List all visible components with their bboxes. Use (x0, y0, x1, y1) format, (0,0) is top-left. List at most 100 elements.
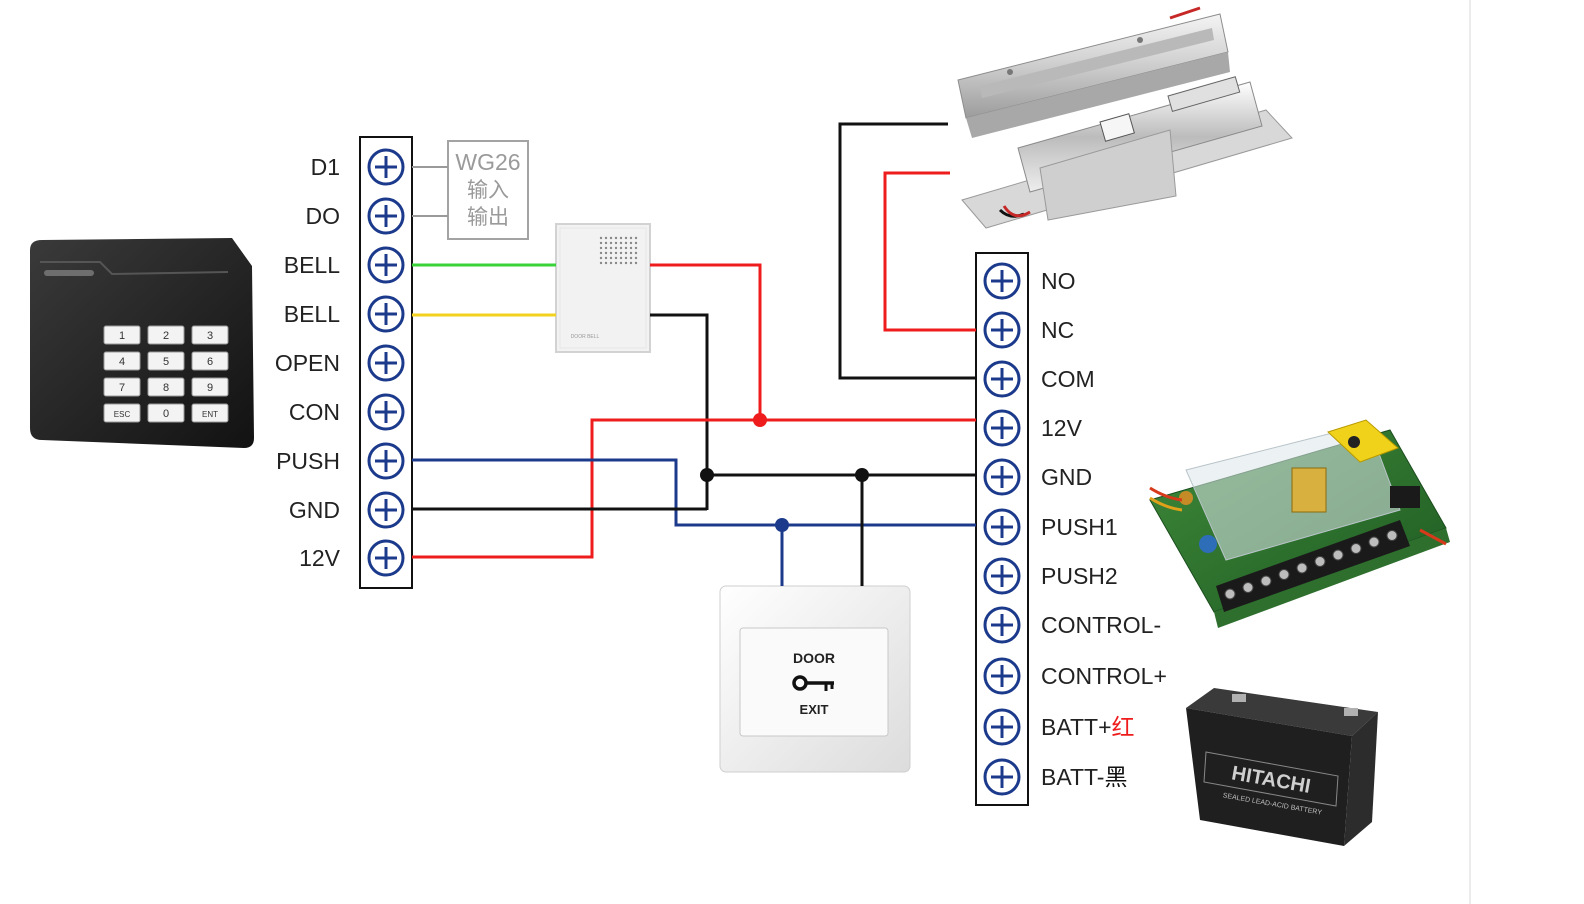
doorbell-red-wire (650, 263, 762, 420)
left-terminal-6 (367, 442, 405, 480)
left-terminal-label: CON (289, 399, 340, 425)
keypad-key-label: 4 (119, 356, 125, 368)
keypad-key-label: 7 (119, 382, 125, 394)
keypad-key-label: 9 (207, 382, 213, 394)
right-terminal-label-text: CONTROL+ (1041, 663, 1167, 689)
right-terminal-label: BATT+红 (1041, 714, 1135, 740)
right-terminals (983, 262, 1021, 796)
door-bell: DOOR BELL (555, 223, 651, 353)
right-terminal-label-suffix: 黑 (1104, 764, 1127, 790)
right-terminal-label-text: CONTROL- (1041, 612, 1161, 638)
keypad-key: 4 (103, 351, 141, 371)
keypad-key: 7 (103, 377, 141, 397)
keypad-key-label: 3 (207, 330, 213, 342)
left-terminal-label: GND (289, 497, 340, 523)
keypad-key: 0 (147, 403, 185, 423)
left-terminal-label: BELL (284, 252, 340, 278)
page-edge-line (1469, 0, 1471, 904)
right-terminal-9 (983, 708, 1021, 746)
right-terminal-label-suffix: 红 (1112, 714, 1135, 740)
keypad-key: 9 (191, 377, 229, 397)
right-terminal-7 (983, 606, 1021, 644)
doorbell-black-wire (650, 313, 709, 510)
left-terminal-label: DO (306, 203, 341, 229)
left-terminal-label: D1 (311, 154, 340, 180)
right-terminal-3 (983, 409, 1021, 447)
keypad-key: 2 (147, 325, 185, 345)
bell-speaker-grille (599, 236, 638, 265)
keypad-key: 8 (147, 377, 185, 397)
magnetic-lock (957, 6, 1230, 138)
right-terminal-8 (983, 657, 1021, 695)
keypad-key-label: 1 (119, 330, 125, 342)
12v-red-wire (412, 418, 976, 559)
right-terminal-label-text: PUSH2 (1041, 563, 1118, 589)
keypad-key: 3 (191, 325, 229, 345)
right-terminal-label-text: BATT- (1041, 764, 1104, 790)
keypad-key: 1 (103, 325, 141, 345)
left-terminal-4 (367, 344, 405, 382)
exit-button-door-text: DOOR (793, 650, 835, 666)
psu-terminal-screws (1224, 530, 1398, 600)
left-terminal-2 (367, 246, 405, 284)
left-terminal-3 (367, 295, 405, 333)
wg26-title: WG26 (455, 149, 520, 175)
right-terminal-label-text: NO (1041, 268, 1076, 294)
keypad-key-label: 6 (207, 356, 213, 368)
red-junction-dot (753, 413, 767, 427)
right-terminal-label: PUSH1 (1041, 514, 1118, 540)
right-terminal-label-text: 12V (1041, 415, 1083, 441)
blue-junction-dot (775, 518, 789, 532)
right-terminal-label: CONTROL- (1041, 612, 1161, 638)
keypad-key: 6 (191, 351, 229, 371)
key-icon (792, 675, 834, 691)
right-terminal-5 (983, 508, 1021, 546)
power-supply-board (1149, 419, 1450, 628)
right-terminal-label-text: BATT+ (1041, 714, 1112, 740)
black-junction-dot-1 (700, 468, 714, 482)
right-terminal-label: PUSH2 (1041, 563, 1118, 589)
right-terminal-label-text: NC (1041, 317, 1074, 343)
right-terminal-label: GND (1041, 464, 1092, 490)
electric-bolt-lock (961, 76, 1293, 229)
keypad-key-label: ENT (202, 410, 218, 419)
right-terminal-label: NC (1041, 317, 1074, 343)
right-terminal-4 (983, 458, 1021, 496)
push-blue-wire (412, 458, 976, 527)
right-terminal-label-text: COM (1041, 366, 1095, 392)
left-terminal-1 (367, 197, 405, 235)
right-terminal-label: BATT-黑 (1041, 764, 1127, 790)
right-terminal-label: CONTROL+ (1041, 663, 1167, 689)
keypad-key-label: 2 (163, 330, 169, 342)
keypad-key: ESC (103, 403, 141, 423)
left-terminal-5 (367, 393, 405, 431)
black-junction-dot-2 (855, 468, 869, 482)
right-terminal-2 (983, 360, 1021, 398)
keypad-key: ENT (191, 403, 229, 423)
door-bell-label: DOOR BELL (571, 334, 600, 340)
right-terminal-label: NO (1041, 268, 1076, 294)
wg26-input-label: 输入 (467, 179, 509, 202)
right-terminal-0 (983, 262, 1021, 300)
left-terminal-label: 12V (299, 545, 341, 571)
lock-red-wire (883, 171, 976, 332)
wires (412, 122, 976, 586)
lock-black-wire (838, 122, 976, 380)
right-terminal-10 (983, 758, 1021, 796)
right-terminal-label: COM (1041, 366, 1095, 392)
battery: HITACHI SEALED LEAD-ACID BATTERY (1186, 688, 1378, 846)
left-terminal-label: OPEN (275, 350, 340, 376)
left-terminal-label: PUSH (276, 448, 340, 474)
wg26-box: WG26 输入 输出 (412, 140, 529, 240)
right-terminal-label-text: GND (1041, 464, 1092, 490)
exit-button-exit-text: EXIT (800, 702, 829, 717)
keypad-key-label: ESC (114, 410, 131, 419)
keypad-key-label: 0 (163, 408, 169, 420)
right-terminal-label: 12V (1041, 415, 1083, 441)
keypad-key-label: 8 (163, 382, 169, 394)
right-terminal-1 (983, 311, 1021, 349)
